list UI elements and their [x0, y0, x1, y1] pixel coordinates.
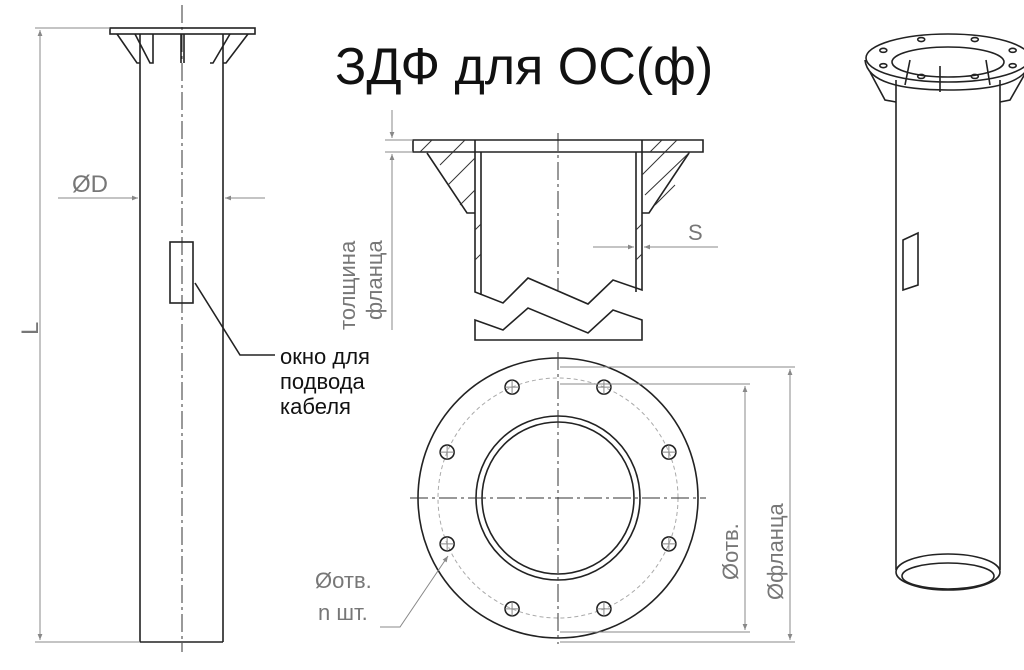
bolt-hole-cross — [661, 536, 676, 551]
hole-circle-diameter-label: Øотв. — [718, 523, 743, 580]
bolt-hole-cross — [440, 445, 455, 460]
bolt-hole-3d — [879, 62, 888, 69]
window-label-2: подвода — [280, 369, 366, 394]
cable-window — [169, 241, 194, 304]
pipe-3d-view — [864, 33, 1024, 591]
length-label: L — [17, 322, 44, 335]
wall-thickness-label: S — [688, 220, 703, 245]
window-label-3: кабеля — [280, 394, 351, 419]
flange-plan-view: Øотв. Øфланца Øотв. n шт. — [315, 352, 795, 644]
bolt-hole-cross — [505, 601, 520, 616]
hole-count-label: n шт. — [318, 600, 368, 625]
bolt-hole-3d — [970, 73, 980, 80]
bolt-hole-3d — [916, 36, 926, 43]
flange-thickness-label-1: толщина — [335, 240, 360, 330]
pipe-elevation-view: L ØD окно для подвода кабеля — [17, 5, 370, 652]
window-label-1: окно для — [280, 344, 370, 369]
title: ЗДФ для ОС(ф) — [335, 38, 713, 96]
bolt-hole-cross — [596, 380, 611, 395]
flange-section-view: толщина фланца S — [335, 110, 718, 341]
bolt-hole-3d — [1008, 47, 1017, 54]
bolt-hole-cross — [505, 380, 520, 395]
bolt-hole-cross — [661, 445, 676, 460]
bolt-hole-cross — [440, 536, 455, 551]
bolt-hole-3d — [1008, 62, 1017, 69]
bolt-hole-3d — [970, 36, 980, 43]
flange-thickness-label-2: фланца — [362, 240, 387, 320]
bolt-hole-3d — [916, 73, 926, 80]
diameter-label: ØD — [72, 171, 108, 198]
bolt-hole-cross — [596, 601, 611, 616]
bolt-hole-3d — [879, 47, 888, 54]
flange-diameter-label: Øфланца — [763, 502, 788, 600]
hole-diameter-label: Øотв. — [315, 568, 372, 593]
